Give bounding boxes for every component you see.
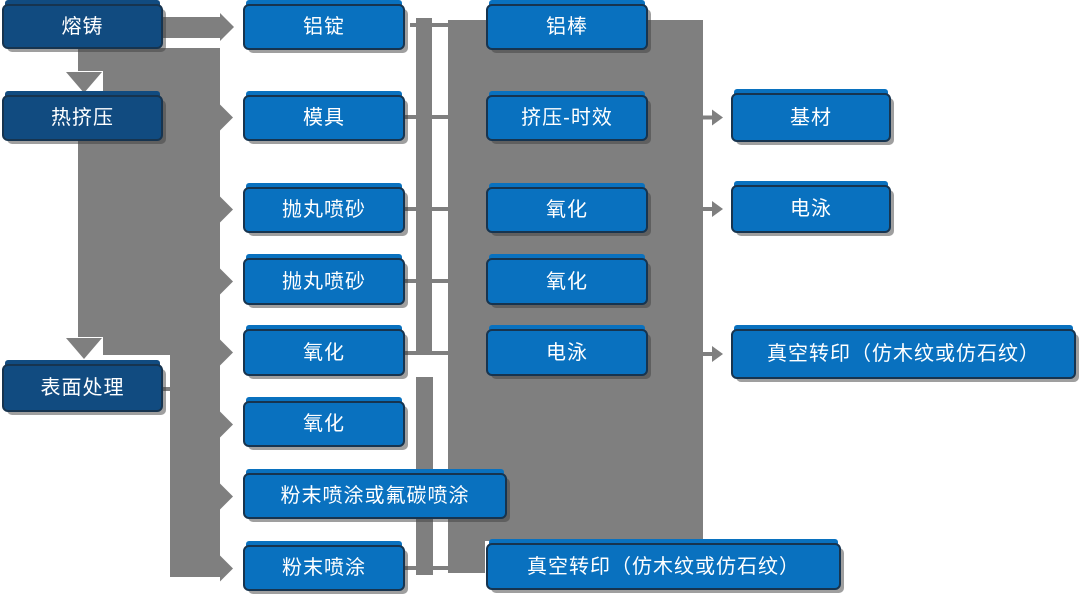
- node-extrusion-aging: 挤压-时效: [486, 95, 648, 141]
- arrowhead-down-to-surface-treatment: [66, 338, 102, 359]
- node-oxidation-2: 氧化: [243, 401, 405, 447]
- stub-row-mold: [405, 115, 448, 119]
- arrowhead-to-powder: [220, 555, 233, 582]
- node-melting-casting: 熔铸: [2, 4, 163, 49]
- stub-row-ingot: [410, 23, 448, 27]
- node-mold: 模具: [243, 95, 405, 141]
- node-aluminum-rod: 铝棒: [486, 4, 648, 50]
- arrowhead-to-powder-fluoro: [220, 483, 233, 510]
- arrowhead-to-ingot: [220, 13, 234, 41]
- stub-row-shotblast-2: [405, 279, 448, 283]
- arrowhead-to-shotblast-2: [220, 268, 233, 295]
- arrowhead-to-base-material: [712, 109, 723, 126]
- left-bus-lower: [170, 355, 220, 577]
- stub-to-base-material: [703, 115, 712, 120]
- stub-row-shotblast-1: [405, 207, 448, 211]
- stub-row-oxidation: [405, 351, 448, 355]
- node-powder-coating: 粉末喷涂: [243, 545, 405, 591]
- arrowhead-to-vacuum-transfer: [712, 346, 723, 362]
- node-shot-blasting-1: 抛丸喷砂: [243, 187, 405, 233]
- node-surface-treatment: 表面处理: [2, 364, 163, 412]
- arrowhead-to-shotblast-1: [220, 196, 233, 223]
- node-hot-extrusion: 热挤压: [2, 95, 163, 141]
- node-vacuum-transfer-print-2: 真空转印（仿木纹或仿石纹）: [731, 329, 1076, 379]
- arrowhead-to-electrophoresis: [712, 201, 723, 217]
- arrowhead-to-oxidation-1: [220, 339, 233, 366]
- stub-row-powder: [405, 566, 450, 570]
- arrowhead-to-mold: [220, 104, 233, 131]
- arrowhead-to-oxidation-2: [220, 411, 233, 438]
- arrowhead-down-to-hot-extrusion: [66, 72, 102, 93]
- node-powder-or-fluorocarbon-coating: 粉末喷涂或氟碳喷涂: [243, 473, 507, 519]
- node-base-material: 基材: [731, 93, 891, 142]
- node-shot-blasting-2: 抛丸喷砂: [243, 258, 405, 305]
- node-aluminum-ingot: 铝锭: [243, 4, 405, 50]
- node-electrophoresis-1: 电泳: [486, 329, 648, 376]
- node-vacuum-transfer-print-1: 真空转印（仿木纹或仿石纹）: [486, 543, 841, 590]
- collector-band-upper: [416, 18, 432, 355]
- node-electrophoresis-2: 电泳: [731, 185, 891, 233]
- stage2-block-tail: [448, 541, 485, 573]
- stub-to-vacuum-transfer: [703, 352, 712, 356]
- node-oxidation-3: 氧化: [486, 187, 648, 233]
- stub-to-electrophoresis: [703, 207, 712, 211]
- stub-surface-treatment: [160, 387, 172, 391]
- node-oxidation-4: 氧化: [486, 258, 648, 305]
- node-oxidation-1: 氧化: [243, 329, 405, 376]
